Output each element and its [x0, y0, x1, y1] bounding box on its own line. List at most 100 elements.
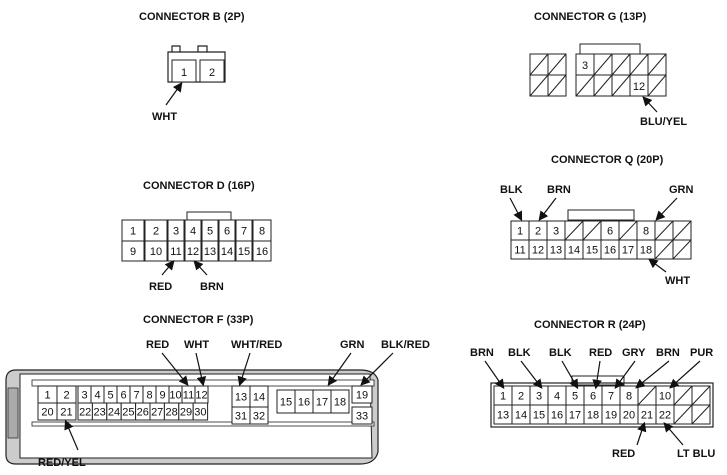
- pin-f-19: [351, 385, 373, 404]
- pin-q-15-label: 15: [586, 245, 598, 257]
- pin-q-18-label: 18: [640, 245, 652, 257]
- pin-f-32: [249, 406, 269, 425]
- pin-r-19-label: 19: [605, 410, 617, 422]
- connector-g-title: CONNECTOR G (13P): [534, 11, 647, 23]
- blank-cavity-mark: [673, 385, 693, 406]
- wire-q-brn: BRN: [547, 184, 571, 196]
- connector-b-title: CONNECTOR B (2P): [139, 11, 245, 23]
- connector-r-outline: [490, 382, 714, 428]
- pin-f-7-label: 7: [133, 390, 139, 402]
- pin-r-13-label: 13: [497, 410, 509, 422]
- pin-f-2-label: 2: [63, 390, 69, 402]
- pin-r-16-label: 16: [551, 410, 563, 422]
- pin-f-32-label: 32: [253, 411, 265, 423]
- arrow-r-blk1: [520, 360, 543, 389]
- arrow-q-grn: [655, 197, 678, 221]
- pin-f-28-label: 28: [165, 407, 177, 419]
- pin-f-18: [330, 389, 350, 414]
- pin-r-8-label: 8: [626, 391, 632, 403]
- wire-r-red-bottom: RED: [612, 448, 635, 460]
- wire-q-blk: BLK: [500, 184, 523, 196]
- connector-b: 1 2: [167, 45, 226, 83]
- blank-cavity-mark: [672, 239, 692, 260]
- pin-g-12-label: 12: [633, 81, 645, 93]
- wire-f-red: RED: [146, 339, 169, 351]
- pin-d-13-label: 13: [204, 246, 216, 258]
- pin-f-16-label: 16: [298, 397, 310, 409]
- pin-d-14-label: 14: [221, 246, 233, 258]
- pin-r-6-label: 6: [590, 391, 596, 403]
- pin-f-13-label: 13: [235, 392, 247, 404]
- wire-f-grn: GRN: [340, 339, 365, 351]
- arrow-f-whtred: [237, 352, 251, 387]
- wire-b-wht: WHT: [152, 111, 177, 123]
- pin-f-22-label: 22: [79, 407, 91, 419]
- wire-q-grn: GRN: [669, 184, 694, 196]
- arrow-d-red: [161, 260, 175, 276]
- connector-d-title: CONNECTOR D (16P): [143, 180, 255, 192]
- arrow-r-pur: [669, 360, 701, 389]
- wire-d-brn: BRN: [200, 281, 224, 293]
- arrow-r-brn2: [635, 360, 670, 389]
- pin-f-23-label: 23: [93, 407, 105, 419]
- wire-r-brn2: BRN: [656, 347, 680, 359]
- pin-f-18-label: 18: [334, 397, 346, 409]
- pin-b-1-label: 1: [181, 67, 187, 79]
- pin-q-13-label: 13: [550, 245, 562, 257]
- wire-r-blk1: BLK: [508, 347, 531, 359]
- connector-g: 3 12: [529, 43, 667, 97]
- pin-r-10-label: 10: [659, 391, 671, 403]
- connector-q-title: CONNECTOR Q (20P): [551, 154, 664, 166]
- pin-d-6-label: 6: [224, 226, 230, 238]
- pin-q-8-label: 8: [643, 226, 649, 238]
- pin-d-11-label: 11: [170, 246, 181, 258]
- pin-f-1-label: 1: [44, 390, 50, 402]
- arrow-g-bluyel: [642, 96, 658, 113]
- pin-f-12-label: 12: [195, 390, 207, 402]
- arrow-r-red: [592, 360, 602, 390]
- pin-d-8-label: 8: [259, 226, 265, 238]
- wire-r-pur: PUR: [690, 347, 713, 359]
- wire-f-redyel: RED/YEL: [38, 457, 86, 469]
- pin-d-14: [218, 240, 236, 262]
- pin-r-5-label: 5: [572, 391, 578, 403]
- pin-d-9-label: 9: [130, 246, 136, 258]
- pin-d-7-label: 7: [241, 226, 247, 238]
- wire-r-ltblu: LT BLU: [677, 448, 715, 460]
- pin-f-4-label: 4: [94, 390, 100, 402]
- pin-f-27-label: 27: [151, 407, 163, 419]
- blank-cavity-mark: [691, 404, 711, 425]
- pin-r-22-label: 22: [659, 410, 671, 422]
- pin-f-30-label: 30: [194, 407, 206, 419]
- wire-f-blkred: BLK/RED: [381, 339, 430, 351]
- arrow-f-blkred: [360, 352, 394, 386]
- arrow-r-ltblu: [663, 422, 684, 446]
- pin-d-9: [121, 240, 145, 262]
- pin-f-21-label: 21: [60, 407, 72, 419]
- blank-cavity-mark: [654, 220, 674, 241]
- pin-f-3-label: 3: [81, 390, 87, 402]
- blank-cavity-mark: [691, 385, 711, 406]
- pin-q-1-label: 1: [517, 226, 523, 238]
- pin-f-10-label: 10: [169, 390, 181, 402]
- pin-f-15-label: 15: [280, 397, 292, 409]
- wire-r-blk2: BLK: [549, 347, 572, 359]
- pin-q-14-label: 14: [568, 245, 580, 257]
- pin-r-14-label: 14: [515, 410, 527, 422]
- wire-d-red: RED: [149, 281, 172, 293]
- pin-r-2-label: 2: [518, 391, 524, 403]
- pin-r-3-label: 3: [536, 391, 542, 403]
- arrow-q-wht: [648, 258, 667, 273]
- pin-d-1-label: 1: [130, 226, 136, 238]
- wire-f-wht: WHT: [184, 339, 209, 351]
- pin-f-17-label: 17: [316, 397, 328, 409]
- pin-r-20-label: 20: [623, 410, 635, 422]
- blank-cavity-mark: [618, 220, 638, 241]
- pin-r-15-label: 15: [533, 410, 545, 422]
- pin-d-16: [252, 240, 272, 262]
- pin-f-14-label: 14: [253, 392, 265, 404]
- pin-d-10: [144, 240, 168, 262]
- pin-d-3-label: 3: [173, 226, 179, 238]
- pin-f-33: [351, 406, 373, 425]
